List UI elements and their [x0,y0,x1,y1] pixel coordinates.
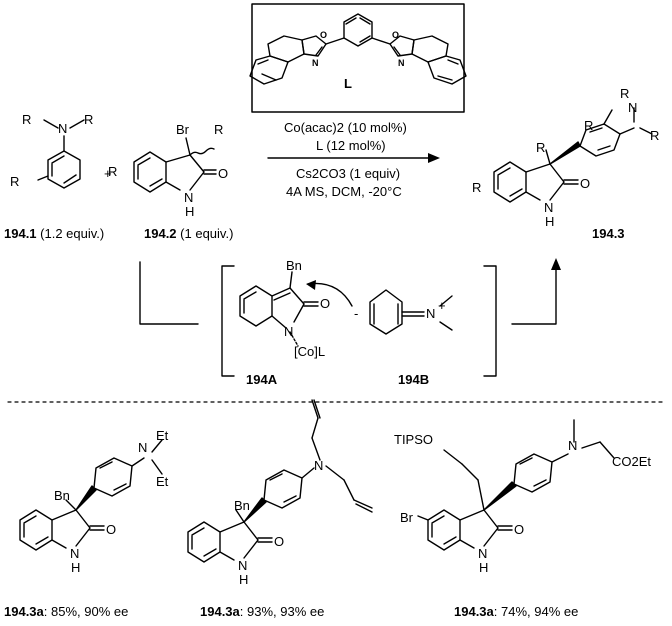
example-3-result: 194.3a: 74%, 94% ee [454,604,578,619]
intermediate-194a-label: 194A [246,372,278,387]
r2-br: Br [176,122,190,137]
ligand-n-right: N [398,58,405,68]
194a-n: N [284,324,293,339]
ex3-br: Br [400,510,414,525]
p-h: H [545,214,554,229]
reactant-194-2-label: 194.2 (1 equiv.) [144,226,233,241]
ex3-o: O [514,522,524,537]
p-r1: R [584,118,593,133]
ex3-n: N [568,438,577,453]
mechanism-right-arrow [511,267,557,325]
ligand-o-right: O [392,30,399,40]
reactant-194-1-label: 194.1 (1.2 equiv.) [4,226,104,241]
ligand-label: L [344,76,352,91]
ligand-n-left: N [312,58,319,68]
reactant-194-2-structure [133,137,217,193]
194b-plus: + [438,298,446,313]
example-1-result: 194.3a: 85%, 90% ee [4,604,128,619]
ex3-h: H [479,560,488,575]
ex2-nh: N [238,558,247,573]
condition-line-1: Co(acac)2 (10 mol%) [284,120,407,135]
r1-r2: R [22,112,31,127]
intermediate-194a-structure [239,271,353,347]
ex3-nh: N [478,546,487,561]
ex1-n: N [138,440,147,455]
ex1-bn: Bn [54,488,70,503]
r2-h: H [185,204,194,219]
condition-line-3: Cs2CO3 (1 equiv) [296,166,400,181]
ex1-et2: Et [156,474,169,489]
p-r2: R [620,86,629,101]
intermediate-194b-structure [369,289,453,335]
194a-co: [Co]L [294,344,325,359]
ex2-bn: Bn [234,498,250,513]
ex1-nh: N [70,546,79,561]
ex3-co2et: CO2Et [612,454,651,469]
example-3-structure [417,419,615,551]
example-2-result: 194.3a: 93%, 93% ee [200,604,324,619]
r2-o: O [218,166,228,181]
example-2-structure [187,399,373,563]
ligand-structure [249,13,467,85]
mechanism-left-arrow [139,261,199,325]
r1-r3: R [84,112,93,127]
p-nh: N [544,200,553,215]
p-r3: R [650,128,659,143]
product-194-3-structure [493,107,653,203]
r2-r5: R [214,122,223,137]
p-n: N [628,100,637,115]
p-o: O [580,176,590,191]
ex1-o: O [106,522,116,537]
194b-minus: - [354,306,358,321]
ex1-et1: Et [156,428,169,443]
ex2-h: H [239,572,248,587]
p-r5: R [536,140,545,155]
r2-nh: N [184,190,193,205]
p-r4: R [472,180,481,195]
product-194-3-label: 194.3 [592,226,625,241]
right-bracket [483,265,497,377]
left-bracket [221,265,235,377]
reactant-194-1-structure [37,119,85,189]
example-1-structure [19,439,163,551]
condition-line-4: 4A MS, DCM, -20°C [286,184,402,199]
ex1-h: H [71,560,80,575]
r1-n: N [58,121,67,136]
ligand-o-left: O [320,30,327,40]
r2-r4: R [108,164,117,179]
r1-r1: R [10,174,19,189]
ex2-n: N [314,458,323,473]
plus-sign: + [104,166,112,181]
194a-o: O [320,296,330,311]
condition-line-2: L (12 mol%) [316,138,386,153]
194b-n: N [426,306,435,321]
ligand-box [251,3,465,113]
194a-bn: Bn [286,258,302,273]
intermediate-194b-label: 194B [398,372,429,387]
ex3-tipso: TIPSO [394,432,433,447]
ex2-o: O [274,534,284,549]
